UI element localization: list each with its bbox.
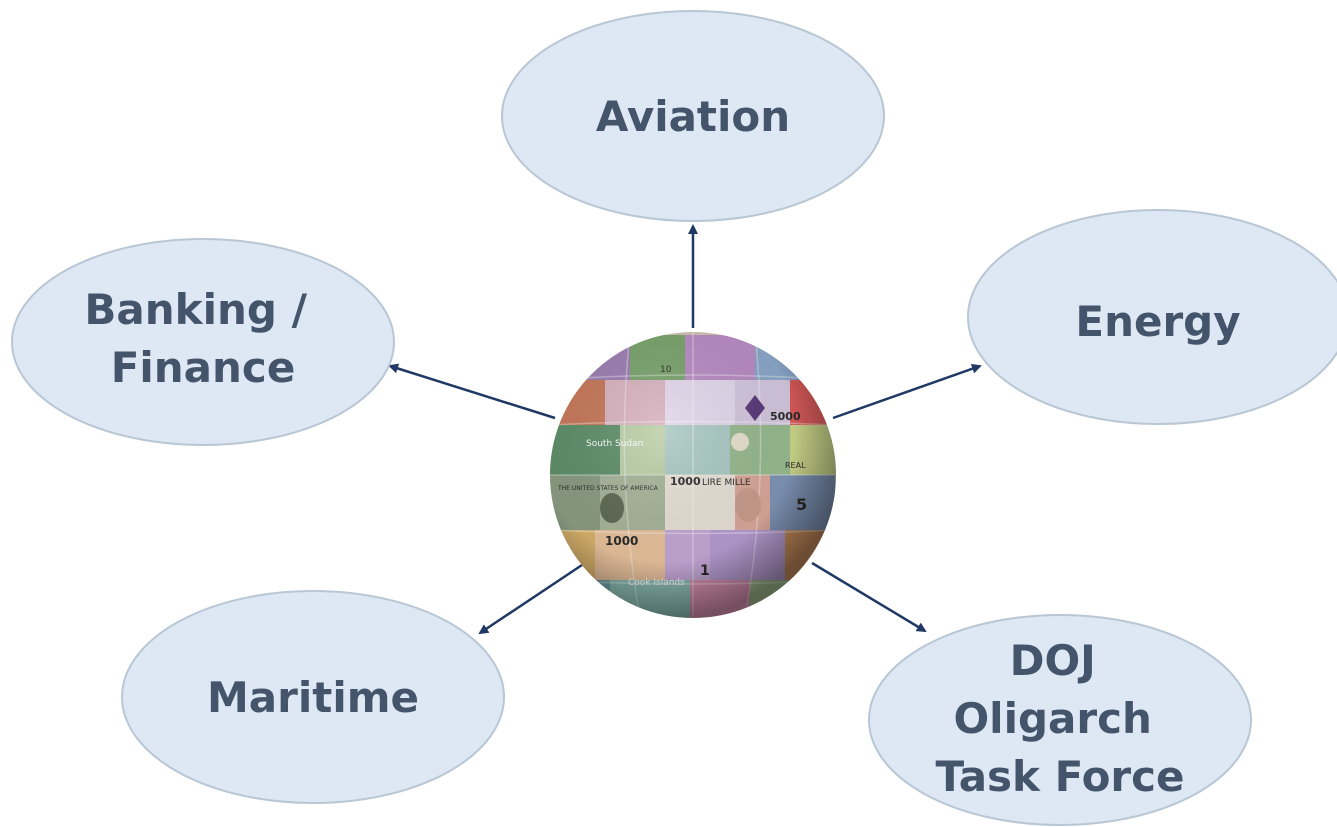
node-doj-label-line-3: Task Force — [935, 752, 1184, 801]
svg-text:Aviation: Aviation — [596, 92, 790, 141]
arrow-to-energy — [832, 363, 982, 420]
svg-text:Banking / Finance: Banking / Finance — [84, 285, 321, 392]
node-doj-label-line-2: Oligarch — [953, 694, 1151, 743]
banknote-globe-icon: South Sudan 1000 LIRE MILLE 5000 5 10 RE… — [550, 332, 836, 618]
arrow-to-banking — [388, 363, 556, 420]
node-maritime: Maritime — [121, 590, 505, 804]
node-energy-label: Energy — [1075, 297, 1240, 346]
node-aviation-label: Aviation — [596, 92, 790, 141]
svg-text:DOJ Oligarch Task: DOJ Oligarch Task Force — [935, 636, 1184, 801]
node-banking-finance: Banking / Finance — [11, 238, 395, 446]
node-doj-label-line-1: DOJ — [1010, 636, 1096, 685]
arrow-to-doj — [811, 561, 927, 633]
arrow-to-maritime — [478, 561, 586, 635]
node-energy: Energy — [967, 209, 1337, 425]
node-banking-label-line-1: Banking / — [84, 285, 307, 334]
node-aviation: Aviation — [501, 10, 885, 222]
svg-text:Energy: Energy — [1075, 297, 1240, 346]
node-banking-label-line-2: Finance — [111, 343, 296, 392]
node-maritime-label: Maritime — [207, 673, 419, 722]
svg-text:Maritime: Maritime — [207, 673, 419, 722]
node-doj-oligarch-task-force: DOJ Oligarch Task Force — [868, 614, 1252, 826]
